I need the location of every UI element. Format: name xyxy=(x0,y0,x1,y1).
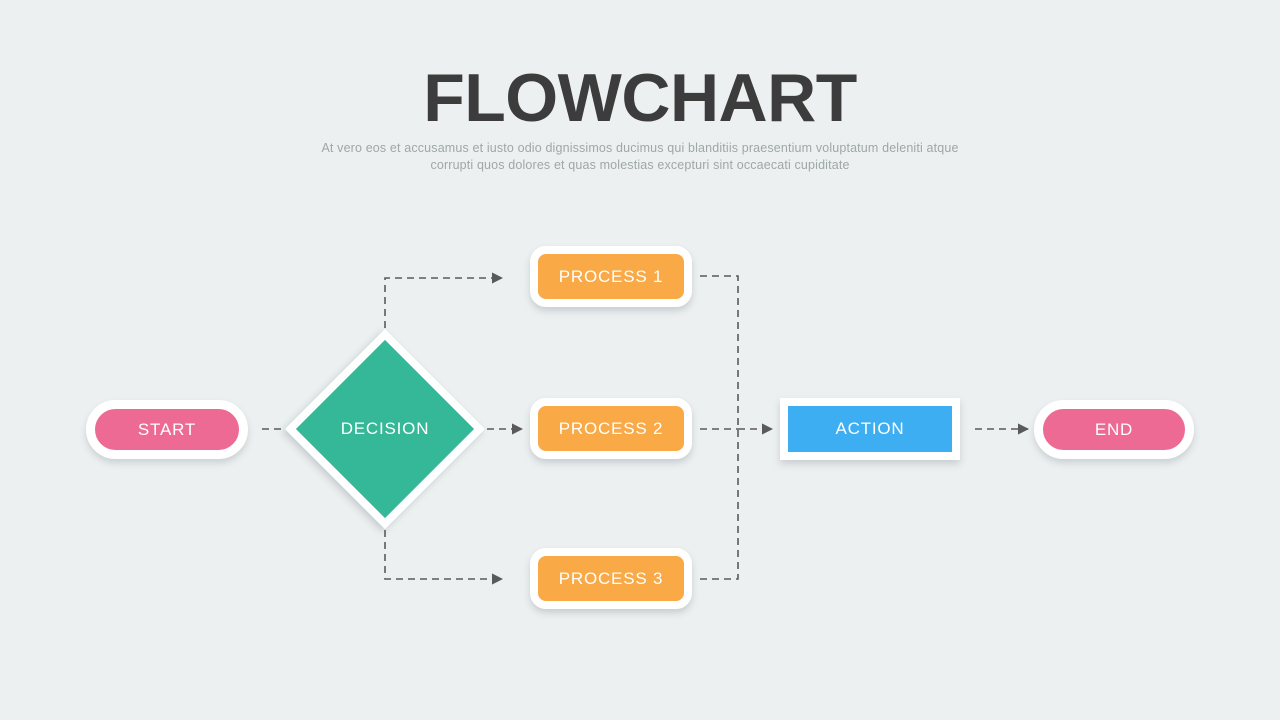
node-start-label: START xyxy=(137,419,197,439)
node-process-1-label: PROCESS 1 xyxy=(558,266,664,286)
node-end-label: END xyxy=(1094,419,1134,439)
node-action-label: ACTION xyxy=(835,419,905,438)
page-title: FLOWCHART xyxy=(423,60,857,136)
page-subtitle: At vero eos et accusamus et iusto odio d… xyxy=(321,141,959,172)
connector-decision-to-process3 xyxy=(384,506,504,585)
node-process-3-label: PROCESS 3 xyxy=(558,568,664,588)
connector-decision-to-process1 xyxy=(384,272,504,352)
node-process-2-label: PROCESS 2 xyxy=(558,418,664,438)
connector-process3-to-bus xyxy=(700,429,739,580)
node-start[interactable]: START xyxy=(86,400,248,459)
node-decision-label: DECISION xyxy=(340,419,430,438)
node-action[interactable]: ACTION xyxy=(780,398,960,460)
node-decision[interactable]: DECISION xyxy=(284,328,486,530)
node-end[interactable]: END xyxy=(1034,400,1194,459)
node-process-2[interactable]: PROCESS 2 xyxy=(530,398,692,459)
node-process-3[interactable]: PROCESS 3 xyxy=(530,548,692,609)
node-process-1[interactable]: PROCESS 1 xyxy=(530,246,692,307)
connector-process1-to-bus xyxy=(700,275,739,429)
